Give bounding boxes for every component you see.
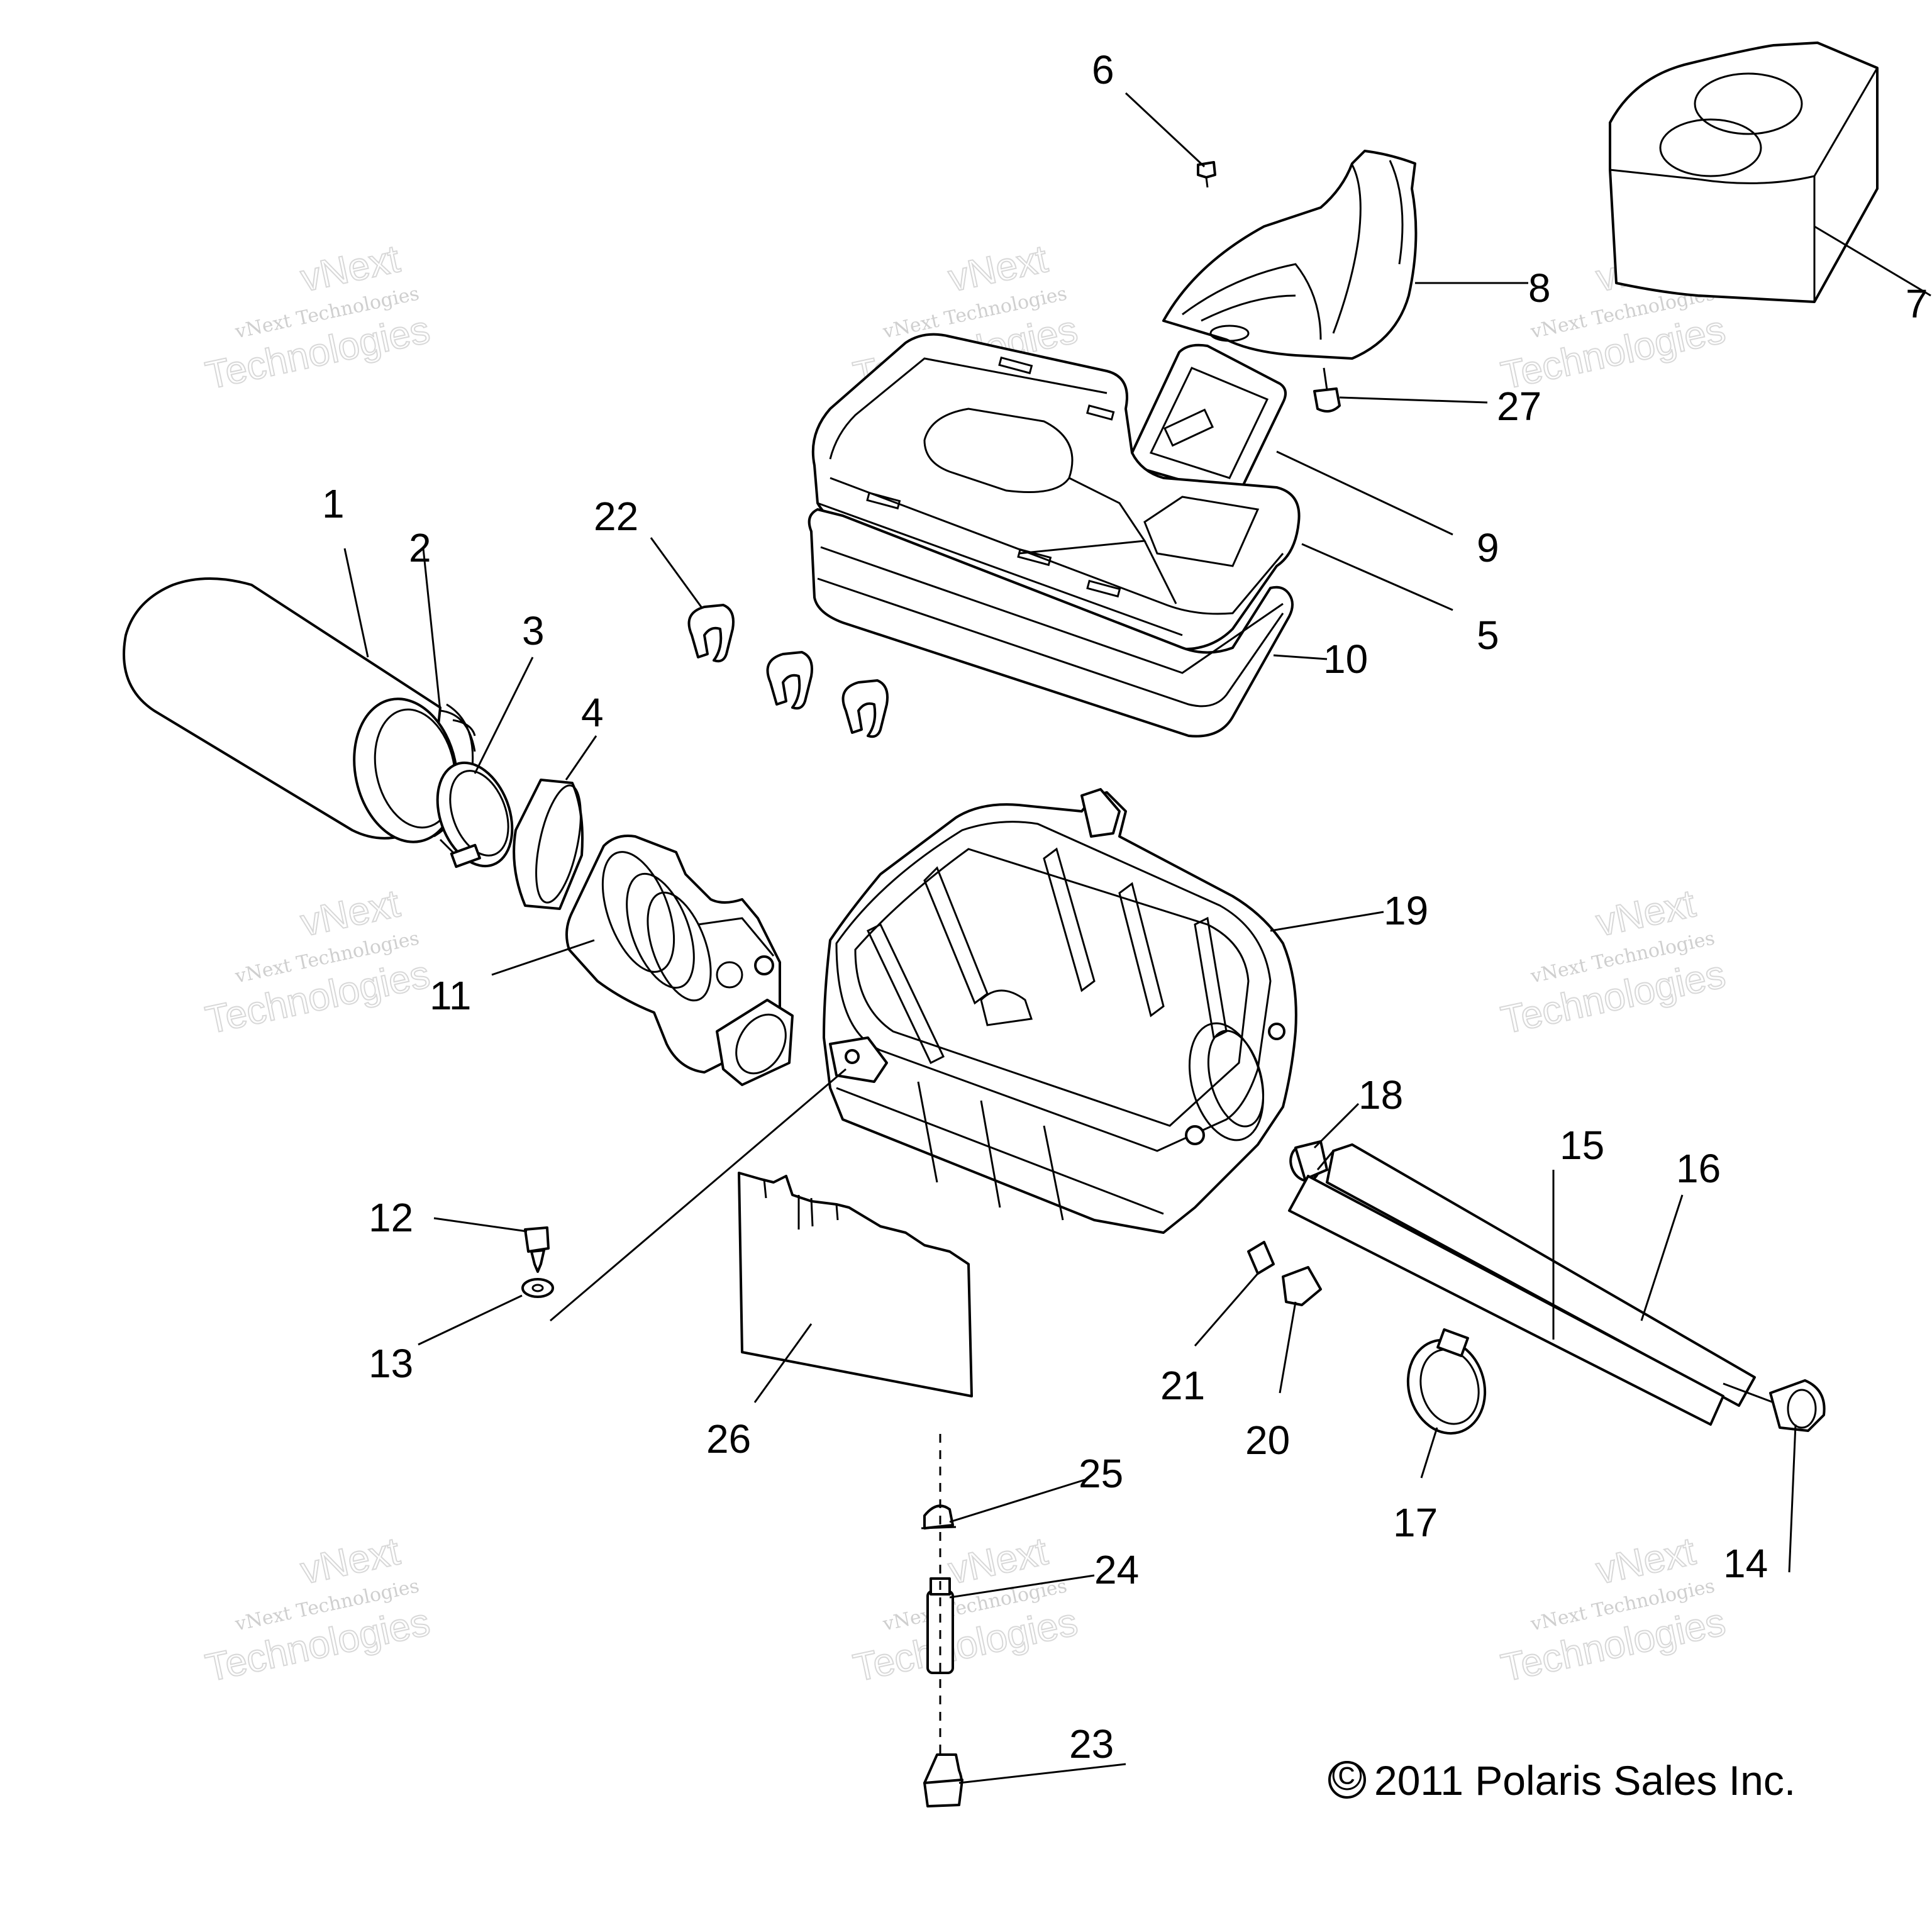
callout-15: 15 [1560, 1123, 1604, 1168]
callout-26: 26 [706, 1416, 751, 1462]
callout-24: 24 [1094, 1547, 1139, 1592]
part-21-fitting [1247, 1241, 1275, 1275]
callout-25: 25 [1079, 1451, 1123, 1496]
callout-18: 18 [1358, 1072, 1403, 1118]
part-27-push-rivet [1313, 367, 1341, 413]
callout-12: 12 [369, 1195, 413, 1240]
callout-11: 11 [430, 973, 471, 1018]
part-12-bolt [524, 1226, 550, 1273]
copyright-circle-icon [1328, 1761, 1366, 1799]
watermark-mid-right: vNext vNext Technologies Technologies [1497, 881, 1729, 1043]
callout-13: 13 [369, 1341, 413, 1386]
copyright-notice: © 2011 Polaris Sales Inc. [1328, 1752, 1796, 1804]
callout-6: 6 [1092, 47, 1114, 92]
callout-23: 23 [1069, 1721, 1114, 1767]
part-7-intake-cover [1609, 42, 1879, 303]
part-24-drain-tube [926, 1577, 954, 1674]
copyright-symbol: © [1332, 1752, 1363, 1799]
part-9-gasket-plate [1130, 343, 1287, 494]
callout-8: 8 [1528, 265, 1551, 311]
callout-19: 19 [1384, 888, 1428, 933]
callout-labels: 1 2 3 4 5 6 7 8 9 10 11 12 13 14 15 16 1… [322, 47, 1928, 1767]
part-10-lid-seal [808, 508, 1294, 738]
callout-22: 22 [594, 494, 638, 539]
part-22-clips [687, 604, 889, 738]
callout-17: 17 [1393, 1500, 1438, 1545]
watermark-bottom-left: vNext vNext Technologies Technologies [201, 1529, 434, 1690]
part-11-intake-boot [565, 835, 794, 1086]
callout-5: 5 [1477, 613, 1499, 658]
callout-14: 14 [1723, 1541, 1768, 1586]
part-6-screw [1197, 161, 1216, 188]
callout-3: 3 [522, 608, 545, 653]
part-8-snorkel-duct [1162, 150, 1418, 360]
part-14-fitting [1723, 1379, 1826, 1432]
copyright-text: 2011 Polaris Sales Inc. [1374, 1757, 1796, 1804]
callout-9: 9 [1477, 525, 1499, 570]
part-17-hose-clamp [1406, 1328, 1487, 1435]
part-23-drain-valve [923, 1753, 963, 1807]
part-1-air-filter [123, 577, 474, 843]
callout-2: 2 [409, 525, 431, 570]
part-4-coupler-sleeve [513, 779, 584, 910]
part-13-washer [521, 1278, 554, 1298]
callout-16: 16 [1676, 1146, 1721, 1191]
part-18-coupler [1289, 1140, 1328, 1182]
watermark-mid-left: vNext vNext Technologies Technologies [201, 881, 434, 1043]
watermark-top-left: vNext vNext Technologies Technologies [201, 236, 434, 398]
part-20-cap [1282, 1266, 1322, 1306]
callout-20: 20 [1245, 1418, 1290, 1463]
callout-21: 21 [1160, 1363, 1205, 1408]
callout-4: 4 [581, 690, 604, 735]
part-2-filter-ring [440, 709, 476, 752]
part-25-clamp [921, 1504, 957, 1530]
watermark-bottom-center: vNext vNext Technologies Technologies [849, 1529, 1082, 1690]
callout-7: 7 [1906, 281, 1928, 326]
callout-27: 27 [1497, 384, 1541, 429]
part-19-airbox-body [823, 788, 1297, 1234]
callout-1: 1 [322, 481, 345, 526]
leader-lines [343, 92, 1931, 1784]
watermark-bottom-right: vNext vNext Technologies Technologies [1497, 1529, 1729, 1690]
part-26-foam-filter [738, 1172, 973, 1397]
part-3-hose-clamp [436, 761, 514, 869]
callout-10: 10 [1323, 636, 1368, 682]
